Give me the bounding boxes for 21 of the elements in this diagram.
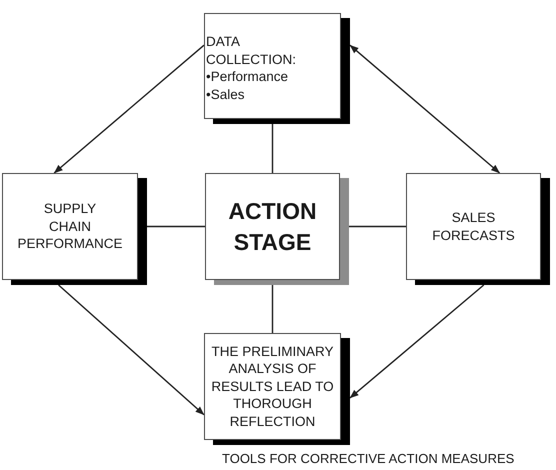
process-box [204,333,350,445]
box-label: SALES FORECASTS [431,209,516,244]
bullet-item: •Sales [206,86,246,103]
box-label: SUPPLY CHAIN PERFORMANCE [16,200,124,253]
connector-line [147,226,205,228]
box-heading: DATA COLLECTION: [206,33,298,68]
box-label: THE PRELIMINARY ANALYSIS OF RESULTS LEAD TO THOROUGH REFLECTION [210,342,335,430]
process-box [406,173,550,285]
box-label: ACTION STAGE [227,196,318,256]
process-box [205,173,349,285]
arrow [54,44,204,174]
arrow [350,284,484,398]
bullet-item: •Performance [206,68,290,86]
connector-line [272,124,274,173]
process-box [2,173,147,285]
arrow [350,44,500,174]
process-box [204,13,350,124]
caption: TOOLS FOR CORRECTIVE ACTION MEASURES [222,451,514,467]
connector-line [272,285,274,333]
connector-line [349,226,406,228]
arrow [58,284,204,416]
